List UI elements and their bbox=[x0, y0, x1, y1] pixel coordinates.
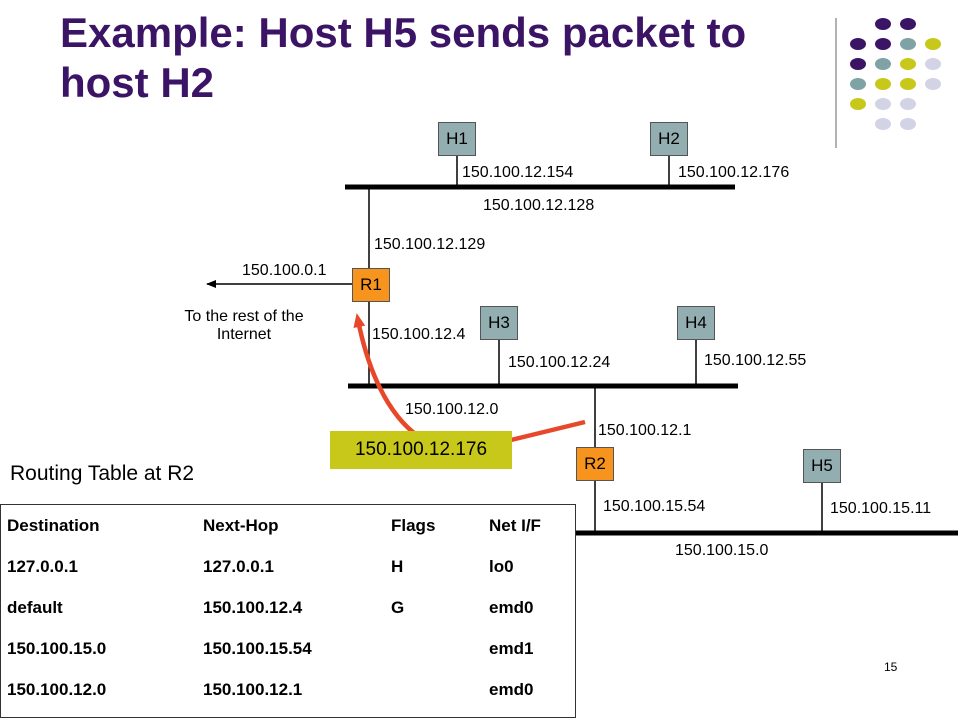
table-cell: 150.100.15.54 bbox=[203, 638, 312, 658]
host-h2: H2 bbox=[650, 122, 688, 156]
table-cell: emd1 bbox=[489, 638, 534, 658]
packet-destination-box: 150.100.12.176 bbox=[330, 431, 512, 469]
net-top-address: 150.100.12.128 bbox=[483, 197, 595, 214]
h2-address: 150.100.12.176 bbox=[678, 164, 790, 181]
table-cell: 150.100.12.1 bbox=[203, 679, 303, 699]
router-r1: R1 bbox=[352, 268, 390, 302]
decorative-dot bbox=[875, 78, 891, 90]
table-cell: lo0 bbox=[489, 556, 514, 576]
decorative-dot bbox=[875, 58, 891, 70]
h3-address: 150.100.12.24 bbox=[508, 354, 611, 371]
header-cell: Flags bbox=[391, 515, 436, 535]
h5-address: 150.100.15.11 bbox=[830, 500, 932, 517]
r2-bottom-address: 150.100.15.54 bbox=[603, 498, 706, 515]
decorative-dot-grid bbox=[835, 18, 941, 148]
routing-table: Destination Next-Hop Flags Net I/F 127.0… bbox=[0, 504, 576, 718]
h1-address: 150.100.12.154 bbox=[462, 164, 574, 181]
decorative-dot bbox=[850, 58, 866, 70]
table-cell: default bbox=[7, 597, 63, 617]
page-number: 15 bbox=[884, 660, 898, 674]
r1-external-address: 150.100.0.1 bbox=[242, 262, 327, 279]
decorative-dot bbox=[875, 38, 891, 50]
host-h4: H4 bbox=[677, 306, 715, 340]
header-cell: Next-Hop bbox=[203, 515, 279, 535]
r1-bottom-address: 150.100.12.4 bbox=[372, 326, 466, 343]
decorative-dot bbox=[850, 98, 866, 110]
internet-label: To the rest of the Internet bbox=[184, 308, 304, 343]
r1-top-address: 150.100.12.129 bbox=[374, 236, 486, 253]
decorative-dot bbox=[900, 118, 916, 130]
table-cell bbox=[385, 628, 483, 669]
table-row: 127.0.0.1 127.0.0.1 H lo0 bbox=[1, 546, 575, 587]
table-cell: H bbox=[391, 556, 404, 576]
header-cell: Destination bbox=[7, 515, 100, 535]
routing-table-caption: Routing Table at R2 bbox=[10, 462, 195, 485]
decorative-dot bbox=[900, 98, 916, 110]
table-cell: emd0 bbox=[489, 597, 534, 617]
h4-address: 150.100.12.55 bbox=[704, 352, 807, 369]
routing-table-header: Destination Next-Hop Flags Net I/F bbox=[1, 505, 575, 546]
net-bottom-address: 150.100.15.0 bbox=[675, 542, 769, 559]
table-cell: 127.0.0.1 bbox=[203, 556, 274, 576]
table-cell: 150.100.12.0 bbox=[7, 679, 107, 699]
decorative-dot bbox=[875, 118, 891, 130]
table-row: default 150.100.12.4 G emd0 bbox=[1, 587, 575, 628]
table-cell: 150.100.15.0 bbox=[7, 638, 107, 658]
decorative-dot bbox=[900, 38, 916, 50]
slide-title: Example: Host H5 sends packet to host H2 bbox=[60, 9, 747, 106]
r2-top-address: 150.100.12.1 bbox=[598, 422, 692, 439]
host-h3: H3 bbox=[480, 306, 518, 340]
decorative-dot bbox=[925, 78, 941, 90]
header-cell: Net I/F bbox=[489, 515, 541, 535]
decorative-dot bbox=[900, 58, 916, 70]
net-mid-address: 150.100.12.0 bbox=[405, 401, 499, 418]
table-row: 150.100.12.0 150.100.12.1 emd0 bbox=[1, 669, 575, 710]
table-cell: G bbox=[391, 597, 405, 617]
decorative-dot bbox=[925, 58, 941, 70]
host-h5: H5 bbox=[803, 449, 841, 483]
router-r2: R2 bbox=[576, 447, 614, 481]
decorative-dot bbox=[900, 78, 916, 90]
table-cell: 127.0.0.1 bbox=[7, 556, 78, 576]
table-cell: 150.100.12.4 bbox=[203, 597, 303, 617]
host-h1: H1 bbox=[438, 122, 476, 156]
table-row: 150.100.15.0 150.100.15.54 emd1 bbox=[1, 628, 575, 669]
table-cell: emd0 bbox=[489, 679, 534, 699]
table-cell bbox=[385, 669, 483, 710]
decorative-dot bbox=[925, 38, 941, 50]
packet-path-r2 bbox=[510, 419, 586, 443]
decorative-dot bbox=[875, 98, 891, 110]
decorative-dot bbox=[850, 78, 866, 90]
decorative-dot bbox=[875, 18, 891, 30]
decorative-dot bbox=[850, 38, 866, 50]
decorative-dot bbox=[900, 18, 916, 30]
